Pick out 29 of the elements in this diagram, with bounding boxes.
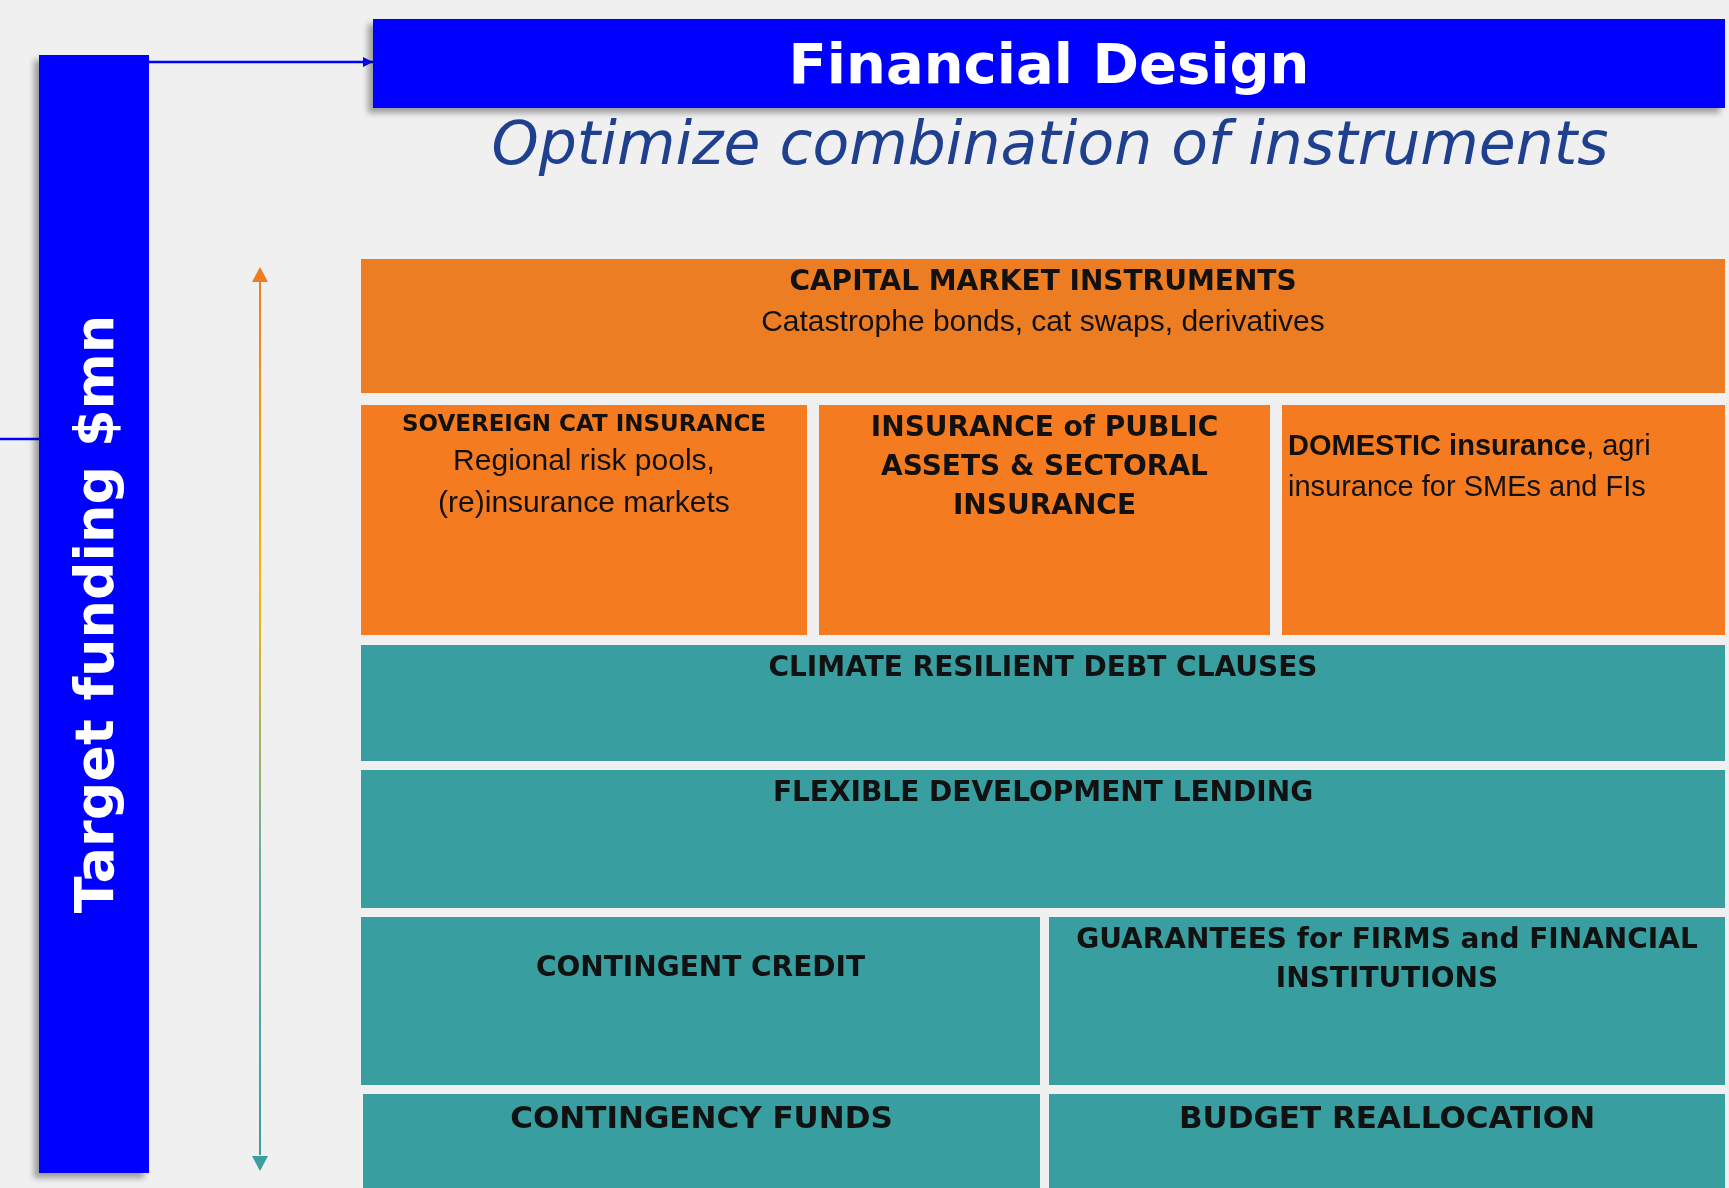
box-title: CONTINGENCY FUNDS <box>509 1098 894 1137</box>
subtitle: Optimize combination of instruments <box>490 108 1610 178</box>
box-title: CAPITAL MARKET INSTRUMENTS <box>788 263 1298 299</box>
instrument-box <box>1049 917 1725 1085</box>
header-banner <box>373 19 1725 108</box>
instrument-box <box>819 405 1270 635</box>
box-title: SOVEREIGN CAT INSURANCE <box>400 409 768 438</box>
instrument-box <box>361 917 1040 1085</box>
arrow <box>149 57 373 67</box>
instrument-box <box>1282 405 1725 635</box>
box-description: Catastrophe bonds, cat swaps, derivatives <box>760 303 1326 340</box>
instrument-box <box>363 1094 1040 1188</box>
instrument-box <box>361 770 1725 908</box>
box-title: BUDGET REALLOCATION <box>1177 1098 1597 1137</box>
box-text: DOMESTIC insurance, agri insurance for SMEs and FIs <box>1288 428 1652 504</box>
instrument-box <box>1049 1094 1725 1188</box>
box-title: CONTINGENT CREDIT <box>534 949 867 985</box>
instrument-box <box>361 645 1725 761</box>
connector-line <box>0 437 39 441</box>
box-title: CLIMATE RESILIENT DEBT CLAUSES <box>767 649 1319 685</box>
instrument-box <box>361 259 1725 393</box>
axis-title: Target funding $mn <box>62 314 126 914</box>
box-title: FLEXIBLE DEVELOPMENT LENDING <box>771 774 1315 810</box>
box-description: Regional risk pools, (re)insurance markets <box>437 442 731 521</box>
instrument-box <box>361 405 807 635</box>
box-title: GUARANTEES for FIRMS and FINANCIAL INSTITUTIONS <box>1075 921 1699 997</box>
header-title: Financial Design <box>787 30 1311 98</box>
box-title: INSURANCE of PUBLIC ASSETS & SECTORAL INSURANCE <box>869 409 1220 524</box>
funding-bar <box>39 55 149 1173</box>
